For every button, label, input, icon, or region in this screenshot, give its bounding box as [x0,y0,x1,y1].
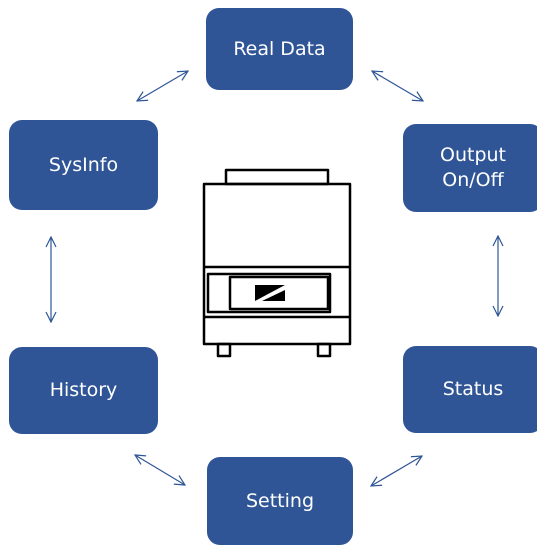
arrow-setting-history [135,455,185,485]
device-body [202,182,352,346]
real-data-label: Real Data [233,37,326,60]
device-right-foot [316,342,332,358]
arrow-status-setting [371,456,422,486]
output-on-off-label: Output On/Off [440,144,506,191]
output-on-off-button[interactable]: Output On/Off [403,124,537,212]
status-label: Status [442,378,504,400]
setting-button[interactable]: Setting [207,457,353,545]
arrow-sysinfo-realdata [137,71,188,101]
power-supply-unit-icon [202,168,352,358]
device-left-foot [216,342,232,358]
sysinfo-button[interactable]: SysInfo [9,120,158,210]
sysinfo-label: SysInfo [48,153,119,176]
display-screen-glare [255,285,285,301]
status-button[interactable]: Status [403,346,537,433]
arrow-realdata-output [372,71,423,101]
display-screen-icon [255,285,285,301]
history-label: History [49,379,118,401]
real-data-button[interactable]: Real Data [206,8,353,90]
history-button[interactable]: History [9,347,158,434]
device-top-handle [224,168,330,186]
device-display-bezel [206,272,332,314]
device-display [228,275,330,311]
setting-label: Setting [245,489,315,512]
